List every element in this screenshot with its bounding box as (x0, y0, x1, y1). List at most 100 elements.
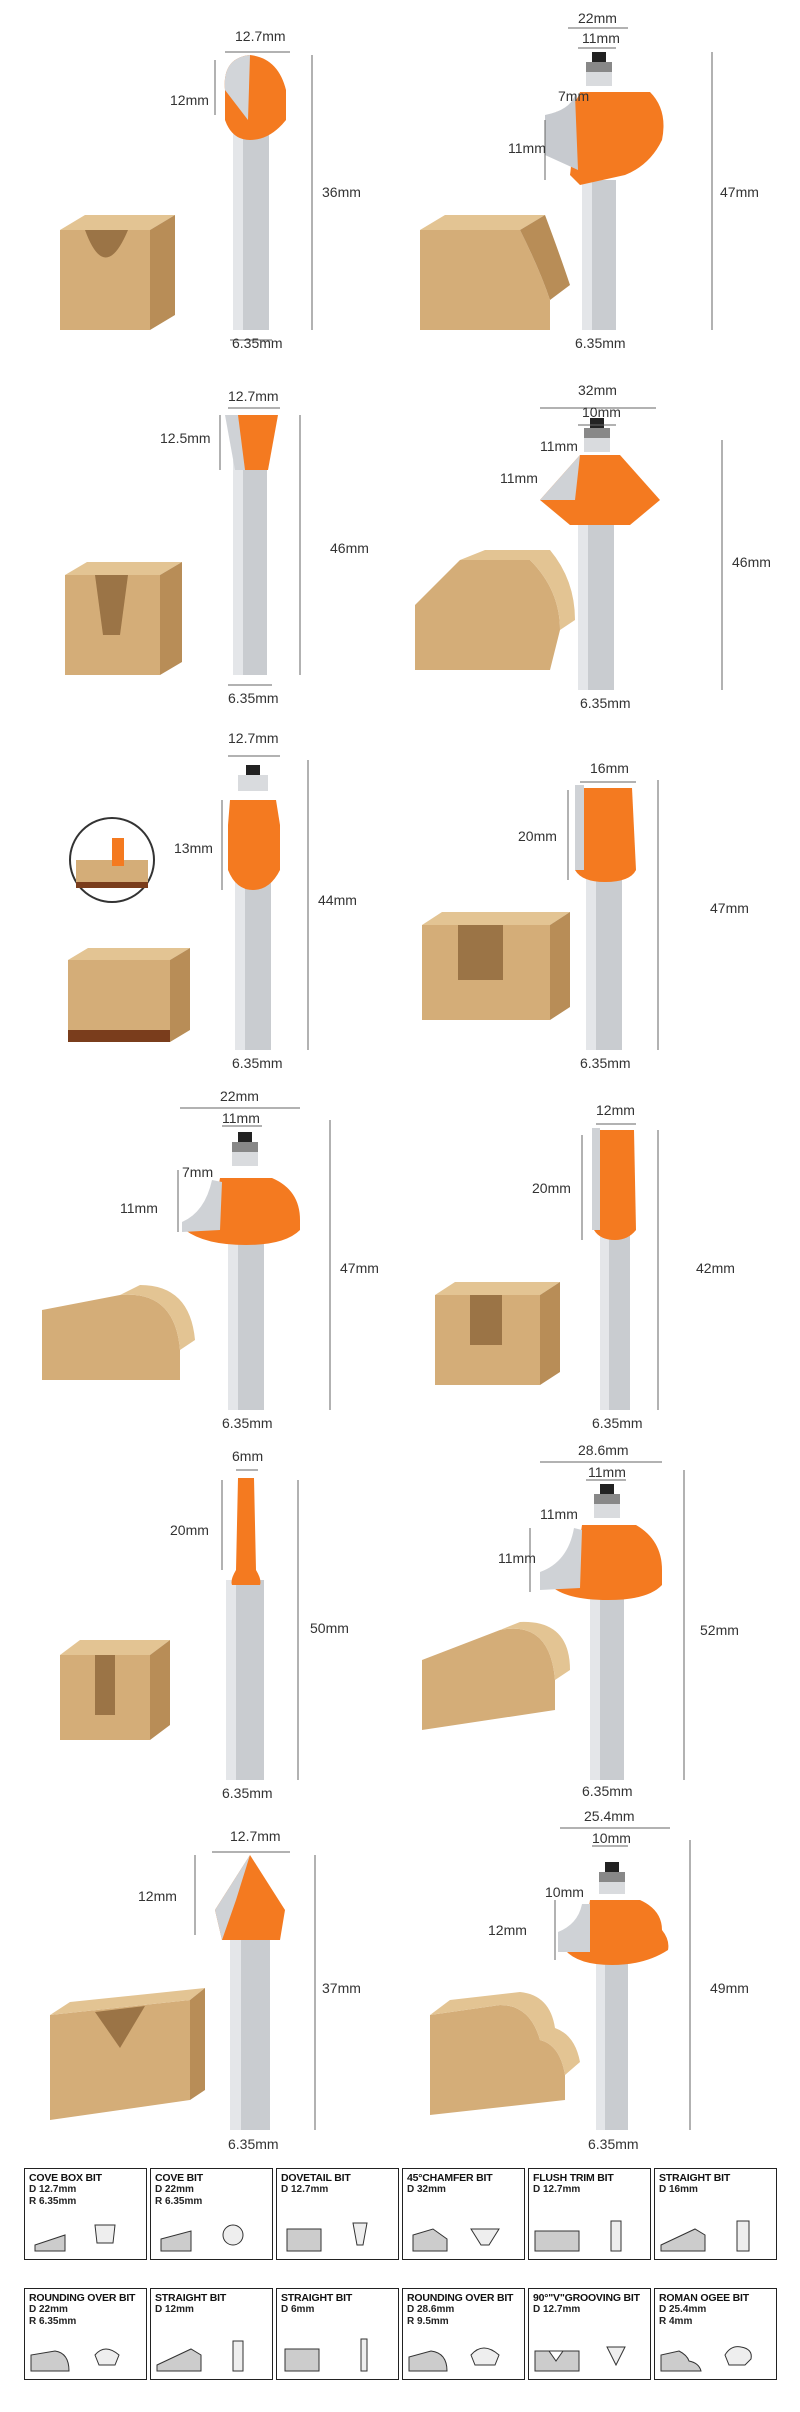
straight-12-bit-illustration (435, 1123, 659, 1410)
dim-width-inner: 11mm (588, 1464, 626, 1480)
rounding-22-bit-illustration (42, 1107, 331, 1410)
legend-spec: R 4mm (659, 2316, 693, 2327)
legend-name: STRAIGHT BIT (659, 2172, 731, 2184)
dim-width: 12.7mm (228, 388, 279, 404)
straight-profile-icon (284, 2338, 368, 2372)
chamfer-profile-icon (412, 2228, 500, 2252)
chamfer-bit-illustration (415, 407, 723, 690)
legend-name: COVE BOX BIT (29, 2172, 102, 2184)
dim-shank: 6.35mm (580, 1055, 631, 1071)
dim-height: 20mm (532, 1180, 571, 1196)
dim-length: 47mm (340, 1260, 379, 1276)
dim-length: 37mm (322, 1980, 361, 1996)
dim-height-inner: 7mm (558, 88, 590, 104)
legend-cell: STRAIGHT BIT D 12mm (150, 2288, 273, 2380)
dim-width: 16mm (590, 760, 629, 776)
dim-length: 36mm (322, 184, 361, 200)
dim-height: 12mm (170, 92, 209, 108)
dim-shank: 6.35mm (582, 1783, 633, 1799)
bit-cell-chamfer: 32mm 10mm 11mm 11mm 46mm 6.35mm (400, 360, 800, 720)
dim-height: 20mm (170, 1522, 209, 1538)
cove-profile-icon (160, 2224, 244, 2252)
bit-cell-v-groove: 12.7mm 12mm 37mm 6.35mm (0, 1800, 400, 2160)
legend-spec: D 12.7mm (281, 2184, 329, 2195)
legend-cell: FLUSH TRIM BIT D 12.7mm (528, 2168, 651, 2260)
dim-length: 46mm (732, 554, 771, 570)
cove-box-profile-icon (34, 2224, 116, 2252)
straight-profile-icon (156, 2340, 244, 2372)
legend-cell: STRAIGHT BIT D 6mm (276, 2288, 399, 2380)
legend-name: FLUSH TRIM BIT (533, 2172, 614, 2184)
dim-width: 28.6mm (578, 1442, 629, 1458)
dim-shank: 6.35mm (222, 1415, 273, 1431)
dim-height: 12.5mm (160, 430, 211, 446)
legend-name: COVE BIT (155, 2172, 203, 2184)
v-groove-profile-icon (534, 2346, 626, 2372)
dim-height: 11mm (498, 1550, 536, 1566)
dim-height: 11mm (508, 140, 546, 156)
dovetail-profile-icon (286, 2222, 368, 2252)
dim-width: 12.7mm (235, 28, 286, 44)
legend-cell: 45°CHAMFER BIT D 32mm (402, 2168, 525, 2260)
ogee-profile-icon (660, 2346, 752, 2372)
dim-length: 49mm (710, 1980, 749, 1996)
dim-height: 11mm (120, 1200, 158, 1216)
dim-length: 52mm (700, 1622, 739, 1638)
dovetail-bit-illustration (65, 407, 301, 686)
legend-grid: COVE BOX BIT D 12.7mm R 6.35mm COVE BIT … (24, 2168, 777, 2388)
dim-length: 44mm (318, 892, 357, 908)
dim-width: 22mm (220, 1088, 259, 1104)
dim-height: 13mm (174, 840, 213, 856)
bit-cell-cove: 22mm 11mm 7mm 11mm 47mm 6.35mm (400, 0, 800, 360)
bit-cell-cove-box: 12.7mm 12mm 36mm 6.35mm (0, 0, 400, 360)
legend-name: ROUNDING OVER BIT (407, 2292, 514, 2304)
dim-width-inner: 11mm (222, 1110, 260, 1126)
legend-spec: D 22mm (29, 2304, 68, 2315)
bit-cell-rounding-22: 22mm 11mm 7mm 11mm 47mm 6.35mm (0, 1080, 400, 1440)
dim-height-inner: 11mm (540, 438, 578, 454)
dim-width-inner: 10mm (582, 404, 621, 420)
legend-name: 90°"V"GROOVING BIT (533, 2292, 640, 2304)
dim-length: 46mm (330, 540, 369, 556)
rounding-28-bit-illustration (422, 1461, 685, 1780)
legend-spec: R 6.35mm (29, 2196, 77, 2207)
bit-cell-straight-16: 16mm 20mm 47mm 6.35mm (400, 720, 800, 1080)
legend-cell: COVE BIT D 22mm R 6.35mm (150, 2168, 273, 2260)
bit-cell-straight-6: 6mm 20mm 50mm 6.35mm (0, 1440, 400, 1801)
legend-spec: D 32mm (407, 2184, 446, 2195)
dim-shank: 6.35mm (228, 2136, 279, 2152)
dim-shank: 6.35mm (222, 1785, 273, 1801)
dim-height-inner: 7mm (182, 1164, 214, 1180)
legend-cell: DOVETAIL BIT D 12.7mm (276, 2168, 399, 2260)
legend-spec: R 9.5mm (407, 2316, 449, 2327)
bit-cell-flush-trim: 12.7mm 13mm 44mm 6.35mm (0, 720, 400, 1080)
dim-height-inner: 11mm (540, 1506, 578, 1522)
bit-cell-ogee: 25.4mm 10mm 10mm 12mm 49mm 6.35mm (400, 1800, 800, 2160)
straight-6-bit-illustration (60, 1469, 299, 1780)
legend-spec: R 6.35mm (29, 2316, 77, 2327)
legend-name: DOVETAIL BIT (281, 2172, 351, 2184)
dim-shank: 6.35mm (575, 335, 626, 351)
dim-width-inner: 11mm (582, 30, 620, 46)
legend-spec: D 25.4mm (659, 2304, 707, 2315)
legend-spec: D 16mm (659, 2184, 698, 2195)
cove-bit-illustration (420, 27, 713, 330)
dim-height: 12mm (138, 1888, 177, 1904)
dim-height: 11mm (500, 470, 538, 486)
v-groove-bit-illustration (50, 1851, 316, 2130)
legend-spec: D 12.7mm (533, 2184, 581, 2195)
rounding-over-profile-icon (408, 2347, 500, 2372)
legend-cell: ROUNDING OVER BIT D 28.6mm R 9.5mm (402, 2288, 525, 2380)
dim-length: 42mm (696, 1260, 735, 1276)
dim-width: 6mm (232, 1448, 264, 1464)
legend-cell: STRAIGHT BIT D 16mm (654, 2168, 777, 2260)
legend-name: ROUNDING OVER BIT (29, 2292, 136, 2304)
ogee-bit-illustration (430, 1827, 691, 2130)
bit-cell-dovetail: 12.7mm 12.5mm 46mm 6.35mm (0, 360, 400, 720)
dim-length: 47mm (720, 184, 759, 200)
bit-cell-rounding-28: 28.6mm 11mm 11mm 11mm 52mm 6.35mm (400, 1440, 800, 1800)
dim-shank: 6.35mm (592, 1415, 643, 1431)
flush-trim-bit-illustration (68, 755, 309, 1050)
legend-cell: 90°"V"GROOVING BIT D 12.7mm (528, 2288, 651, 2380)
legend-spec: D 12mm (155, 2304, 194, 2315)
